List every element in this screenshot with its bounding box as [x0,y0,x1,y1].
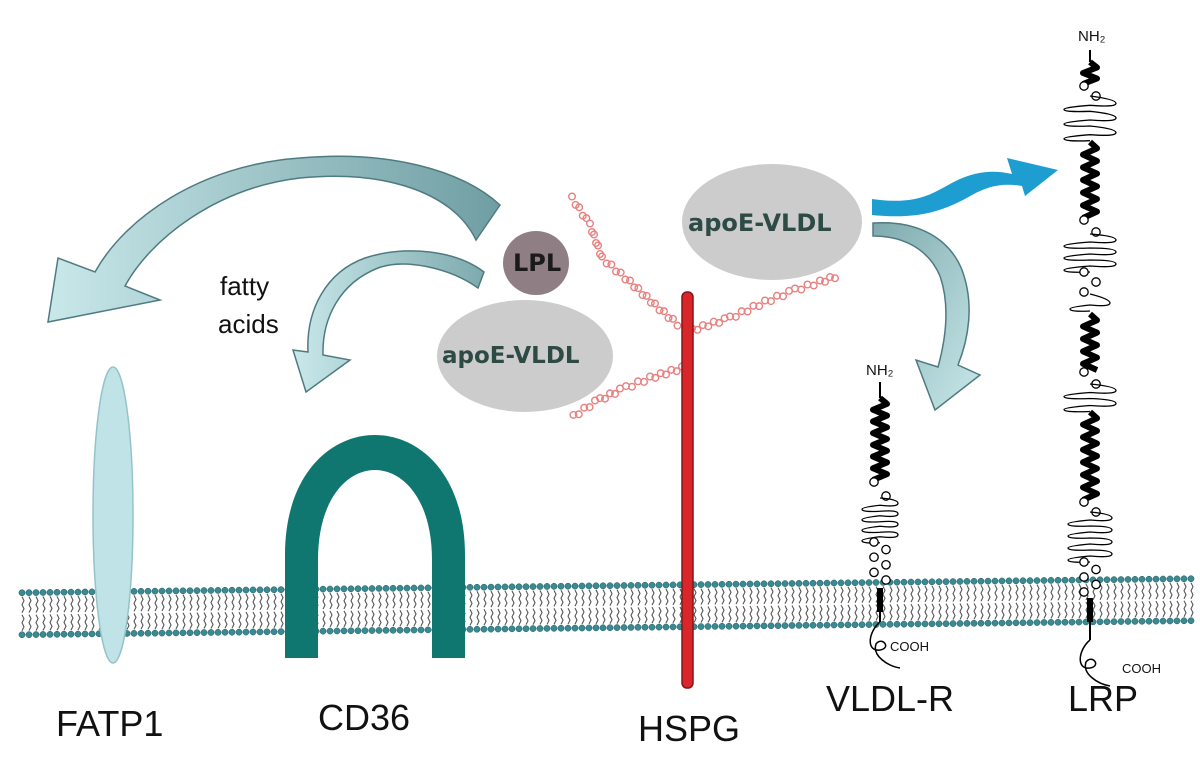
lrp-label: LRP [1068,678,1139,719]
cd36-receptor [285,435,465,658]
hspg-label: HSPG [638,708,741,749]
hspg-core-protein [681,291,694,689]
vldl-label-left: apoE-VLDL [442,343,580,369]
vldlr-label: VLDL-R [826,678,955,719]
acids-label: acids [218,309,279,339]
lpl-particle [503,231,569,295]
vldl-receptor [861,382,901,669]
lrp-receptor [1063,50,1117,687]
fatty-label: fatty [220,271,270,301]
curved-arrow-to-cd36 [291,250,485,394]
vldlr-nh2-label: NH₂ [866,362,894,379]
lrp-nh2-label: NH₂ [1078,28,1106,45]
vldl-label-right: apoE-VLDL [688,209,832,237]
vldl-particle-right [682,164,862,280]
fatp1-label: FATP1 [56,703,164,744]
lrp-cooh-label: COOH [1122,661,1161,676]
cd36-label: CD36 [318,697,411,738]
blue-arrow-to-lrp [872,158,1058,217]
curved-arrow-to-fatp1 [47,155,501,323]
lpl-label: LPL [513,249,562,277]
fatp1-transporter [92,366,134,664]
lipid-bilayer-membrane [18,575,1195,639]
vldl-particle-left [437,300,613,412]
curved-arrow-to-vldlr [872,221,982,412]
vldlr-cooh-label: COOH [890,639,929,654]
heparan-sulfate-chains [568,192,840,419]
